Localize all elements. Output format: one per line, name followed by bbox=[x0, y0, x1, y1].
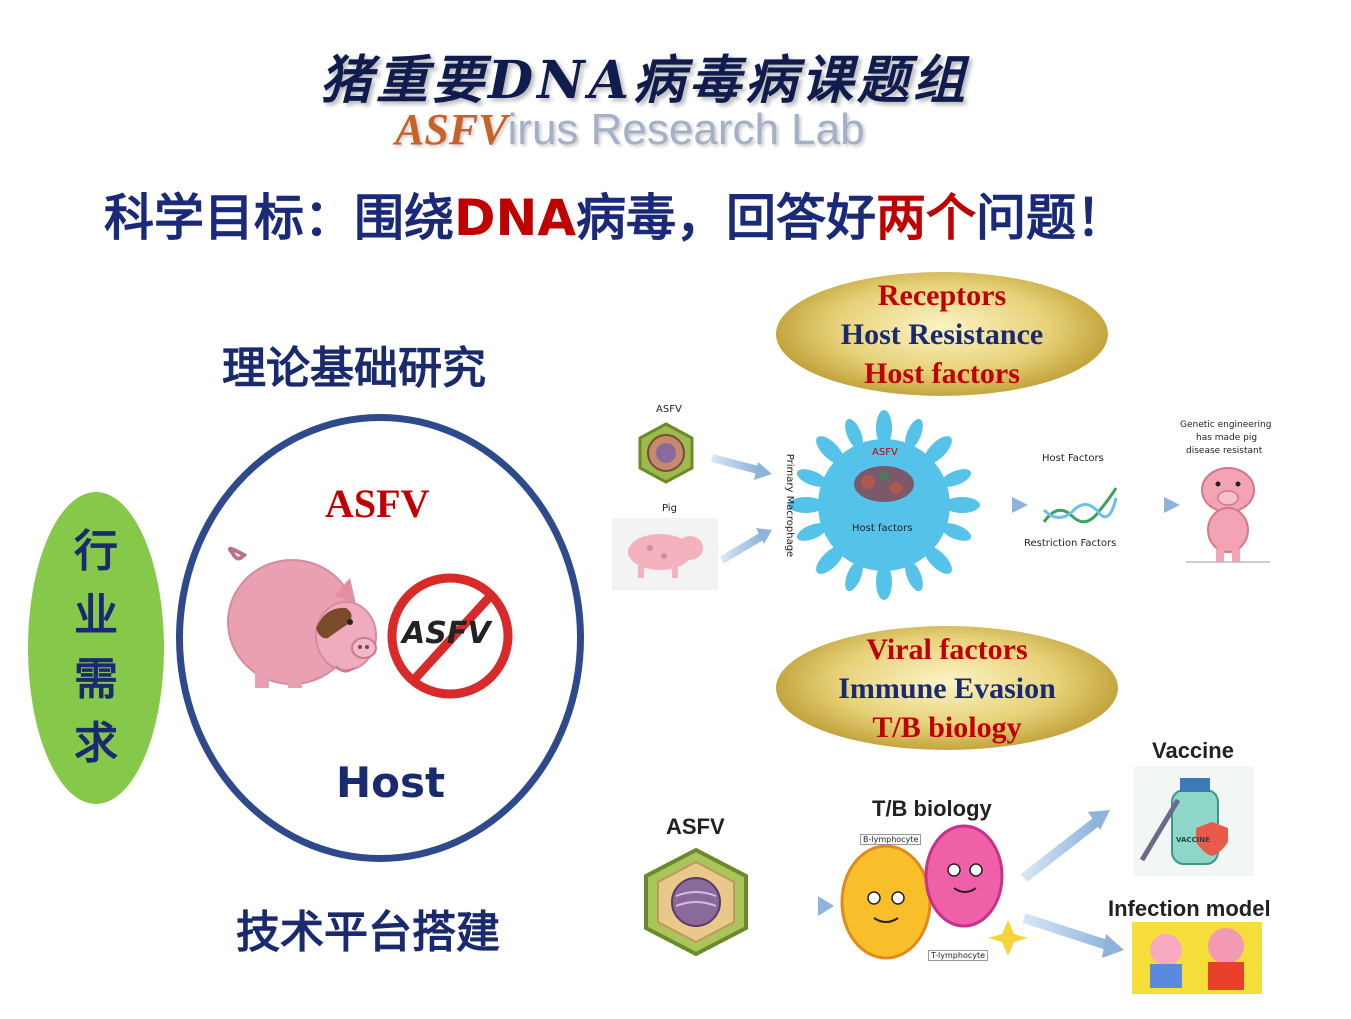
small-pig-icon bbox=[612, 518, 718, 590]
asfv-label: ASFV bbox=[325, 481, 430, 526]
lymphocytes-icon bbox=[840, 824, 1028, 960]
ellipse-host-resistance: Host Resistance bbox=[840, 317, 1044, 351]
host-research-ellipse: Receptors Host Resistance Host factors bbox=[776, 272, 1108, 396]
arrow-virus-to-macrophage bbox=[710, 454, 760, 474]
infection-model-icon bbox=[1132, 922, 1262, 994]
primary-macrophage-label: Primary Macrophage bbox=[784, 453, 796, 558]
infection-model-label: Infection model bbox=[1108, 896, 1271, 921]
vaccine-label: Vaccine bbox=[1152, 738, 1234, 763]
goal-part-3: 问题！ bbox=[976, 189, 1127, 247]
genetic-engineering-line-3: disease resistant bbox=[1186, 446, 1263, 456]
ellipse-host-factors: Host factors bbox=[864, 356, 1020, 390]
arrow-pig-to-macrophage bbox=[719, 532, 765, 564]
pig-icon bbox=[227, 546, 377, 688]
no-asfv-sign-icon bbox=[387, 573, 513, 699]
t-lymphocyte-label: T-lymphocyte bbox=[928, 950, 989, 961]
top-pig-label: Pig bbox=[662, 503, 677, 514]
resistant-pig-icon bbox=[1186, 467, 1270, 563]
genetic-engineering-line-2: has made pig bbox=[1196, 433, 1258, 443]
cell-asfv-label: ASFV bbox=[872, 447, 898, 458]
arrow-to-vaccine bbox=[1020, 818, 1100, 882]
asfv-large-virion-icon bbox=[644, 847, 748, 957]
industry-demand-label: 行业需求 bbox=[74, 526, 118, 769]
bottom-asfv-label: ASFV bbox=[666, 814, 725, 839]
goal-part-2: 病毒，回答好 bbox=[576, 189, 877, 247]
goal-highlight-dna: DNA bbox=[454, 189, 577, 247]
ellipse-receptors: Receptors bbox=[877, 278, 1007, 312]
lab-title-asfv: ASFV bbox=[395, 105, 508, 154]
virus-research-ellipse: Viral factors Immune Evasion T/B biology bbox=[776, 626, 1118, 750]
goal-highlight-two: 两个 bbox=[876, 189, 977, 247]
macrophage-cell-icon bbox=[788, 410, 980, 600]
genetic-engineering-line-1: Genetic engineering bbox=[1180, 420, 1272, 430]
goal-part-1: 科学目标：围绕 bbox=[104, 189, 454, 247]
scientific-goal: 科学目标：围绕DNA病毒，回答好两个问题！ bbox=[104, 178, 1254, 247]
no-asfv-sign-text: ASFV bbox=[402, 616, 491, 651]
host-factors-label: Host Factors bbox=[1042, 453, 1104, 464]
vaccine-bottle-text: VACCINE bbox=[1176, 836, 1210, 844]
technology-platform-label: 技术平台搭建 bbox=[236, 907, 500, 958]
tb-biology-label: T/B biology bbox=[872, 796, 992, 821]
ellipse-immune-evasion: Immune Evasion bbox=[838, 671, 1056, 705]
b-lymphocyte-label: B-lymphocyte bbox=[860, 834, 922, 845]
vaccine-bottle-icon bbox=[1134, 766, 1254, 876]
lab-title-english: ASFVirus Research Lab bbox=[395, 104, 955, 156]
lab-title-chinese: 猪重要DNA病毒病课题组 bbox=[320, 50, 969, 111]
top-asfv-label: ASFV bbox=[656, 404, 682, 415]
asfv-virion-icon bbox=[638, 422, 694, 484]
ellipse-viral-factors: Viral factors bbox=[866, 632, 1028, 666]
arrow-to-infection-model bbox=[1022, 913, 1112, 951]
industry-demand-ellipse: 行业需求 bbox=[28, 492, 164, 804]
theory-research-label: 理论基础研究 bbox=[222, 343, 486, 394]
lab-title-rest: irus Research Lab bbox=[507, 105, 865, 154]
cell-host-factors-label: Host factors bbox=[852, 523, 913, 534]
dna-helix-icon bbox=[1042, 487, 1118, 524]
restriction-factors-label: Restriction Factors bbox=[1024, 538, 1117, 549]
ellipse-tb-biology: T/B biology bbox=[872, 710, 1022, 744]
host-label: Host bbox=[336, 758, 446, 807]
